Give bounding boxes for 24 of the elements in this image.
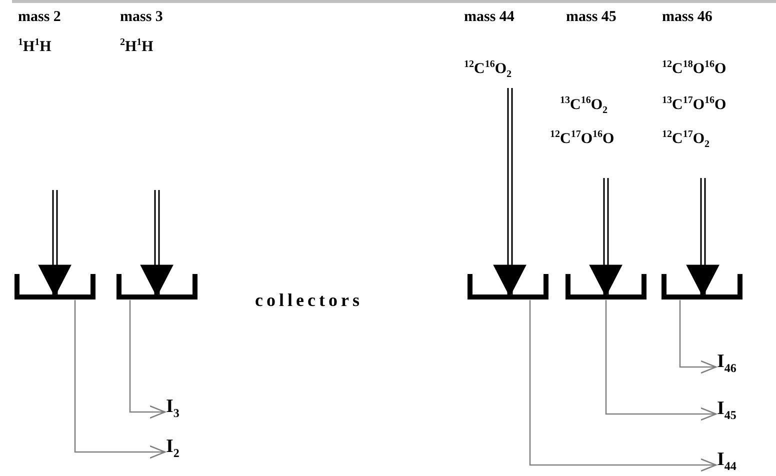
isotopologue-formula: $^{12}$C$^{16}$O$_{2}$	[464, 60, 512, 78]
mass-label: mass 2	[18, 8, 61, 26]
mass-label: mass 45	[566, 8, 616, 26]
signal-wire-arrow	[605, 300, 717, 421]
signal-wire-arrow	[529, 300, 717, 472]
current-label: I$_{44}$	[717, 451, 736, 469]
isotopologue-formula: $^{12}$C$^{17}$O$_{2}$	[662, 130, 710, 148]
isotopologue-formula: $^{2}$H$^{1}$H	[120, 38, 154, 56]
current-label: I$_{3}$	[166, 398, 180, 416]
mass-label: mass 3	[120, 8, 163, 26]
signal-wire-arrow	[679, 300, 717, 374]
current-label: I$_{2}$	[166, 438, 180, 456]
current-label: I$_{46}$	[717, 353, 736, 371]
isotopologue-formula: $^{12}$C$^{17}$O$^{16}$O	[550, 130, 614, 148]
isotopologue-formula: $^{13}$C$^{16}$O$_{2}$	[560, 96, 608, 114]
mass-label: mass 44	[464, 8, 514, 26]
isotopologue-formula: $^{12}$C$^{18}$O$^{16}$O	[662, 60, 726, 78]
isotopologue-formula: $^{1}$H$^{1}$H	[18, 38, 52, 56]
collectors-label: collectors	[255, 291, 363, 309]
signal-wire-arrow	[74, 300, 166, 459]
isotopologue-formula: $^{13}$C$^{17}$O$^{16}$O	[662, 96, 726, 114]
current-label: I$_{45}$	[717, 400, 736, 418]
signal-wire-arrow	[129, 300, 166, 419]
mass-label: mass 46	[662, 8, 712, 26]
